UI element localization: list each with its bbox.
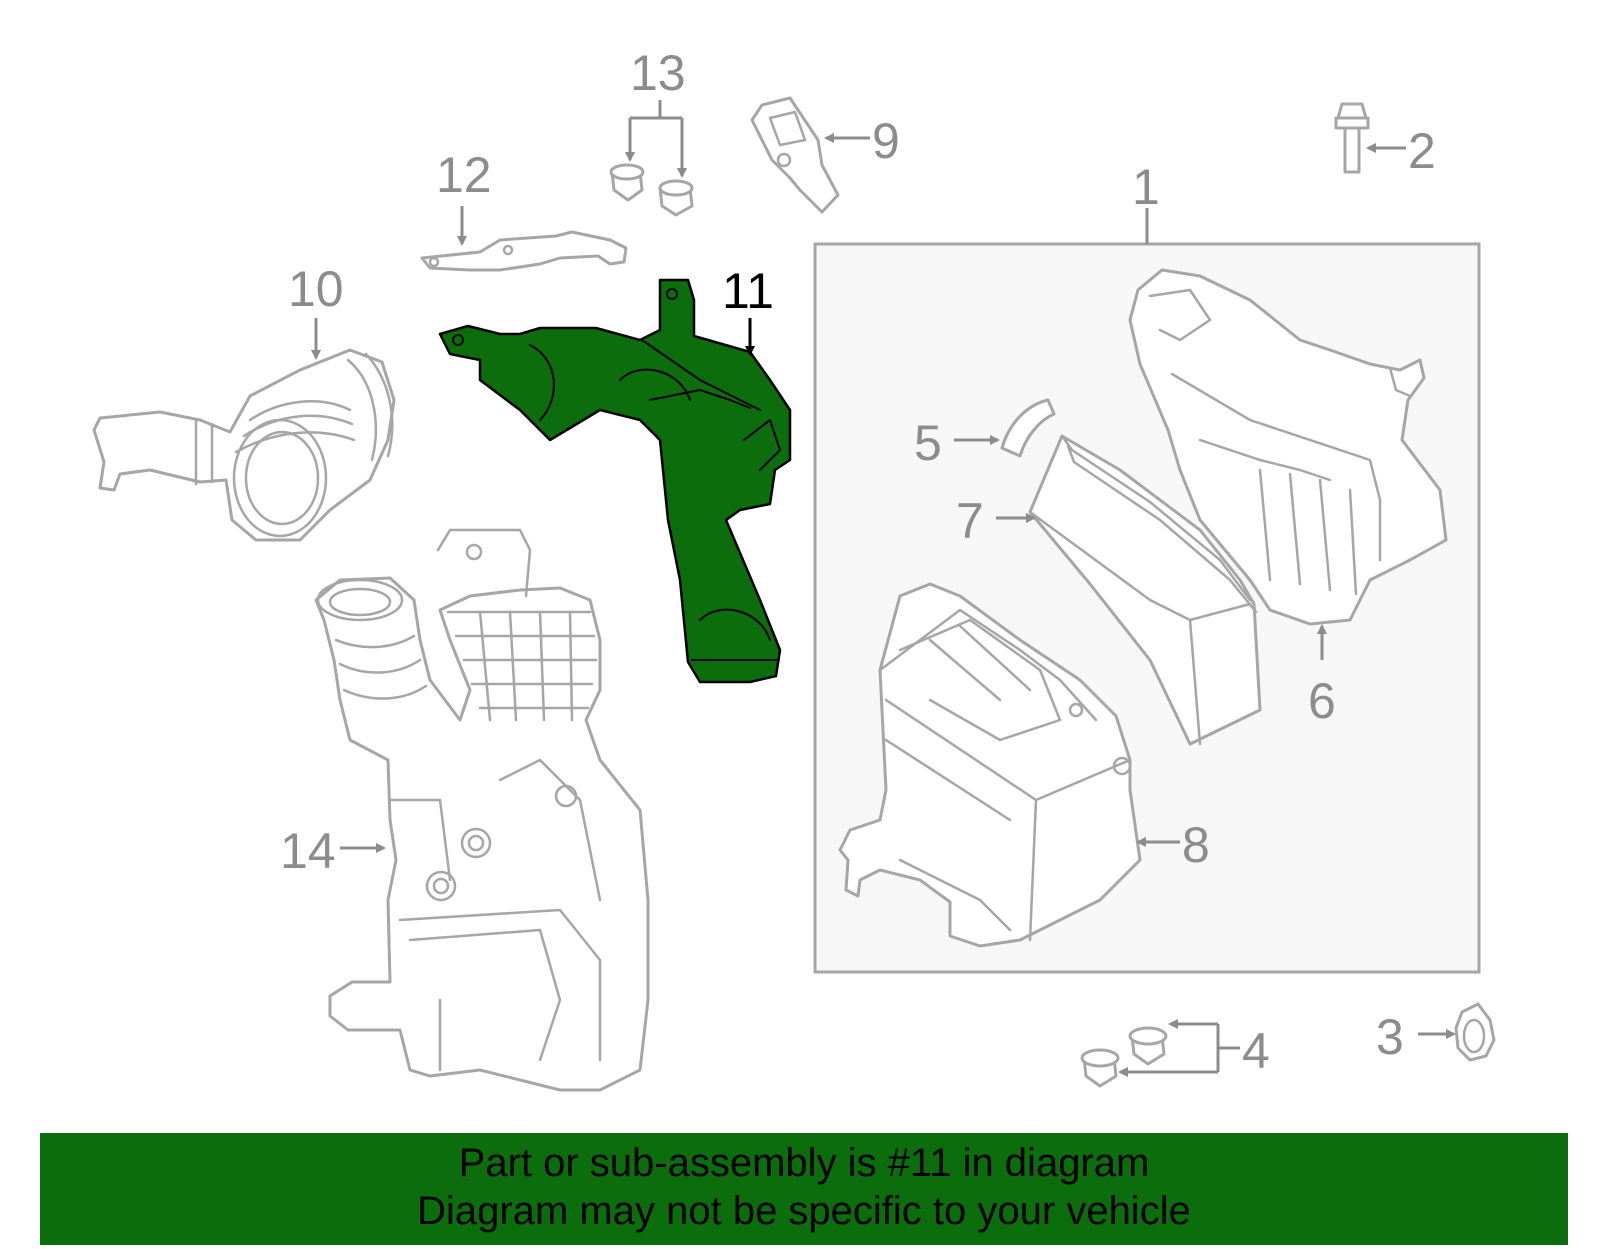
callout-3: 3	[1376, 1009, 1404, 1065]
callout-4: 4	[1242, 1023, 1270, 1079]
part-4-grommets[interactable]	[1080, 1026, 1168, 1088]
part-8-lower-housing[interactable]	[838, 582, 1142, 948]
callout-12: 12	[436, 147, 492, 203]
part-14-resonator[interactable]	[314, 528, 650, 1092]
callout-8: 8	[1182, 817, 1210, 873]
part-10-hose[interactable]	[92, 348, 396, 542]
callout-2: 2	[1408, 123, 1436, 179]
part-3-plug[interactable]	[1454, 1002, 1496, 1062]
callout-7: 7	[956, 493, 984, 549]
part-13-clips[interactable]	[609, 163, 694, 217]
callout-1: 1	[1132, 159, 1160, 215]
callout-6: 6	[1308, 673, 1336, 729]
callout-10: 10	[288, 261, 344, 317]
part-2-bolt[interactable]	[1334, 102, 1370, 174]
part-9-sensor[interactable]	[750, 96, 840, 214]
info-banner: Part or sub-assembly is #11 in diagram D…	[40, 1133, 1568, 1245]
part-11-intake-duct[interactable]	[438, 278, 792, 684]
callout-14: 14	[280, 823, 336, 879]
part-12-bracket[interactable]	[420, 230, 628, 272]
callout-9: 9	[872, 113, 900, 169]
part-6-housing-cover[interactable]	[1128, 268, 1448, 626]
banner-line-2: Diagram may not be specific to your vehi…	[417, 1189, 1191, 1233]
leader-13	[628, 100, 684, 172]
callout-5: 5	[914, 415, 942, 471]
part-5-seal[interactable]	[1000, 398, 1056, 458]
banner-line-1: Part or sub-assembly is #11 in diagram	[458, 1141, 1150, 1185]
callout-11: 11	[722, 263, 774, 319]
callout-13: 13	[630, 45, 686, 101]
part-7-air-filter[interactable]	[1028, 434, 1262, 746]
